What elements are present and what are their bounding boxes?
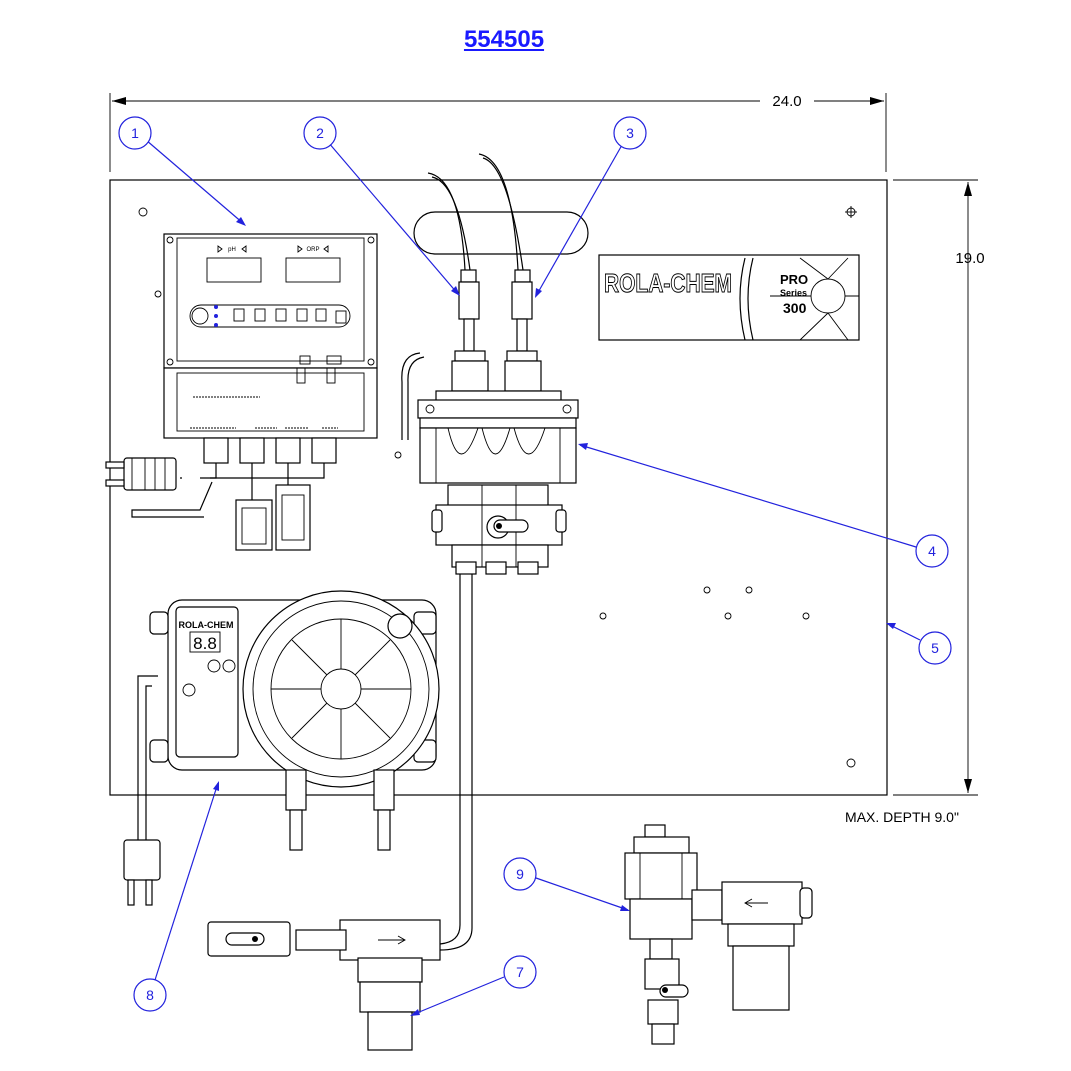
- width-dimension-label: 24.0: [772, 93, 801, 110]
- callout-4: 4: [578, 443, 949, 568]
- series-pro-text: PRO: [780, 272, 808, 287]
- callout-7: 7: [410, 955, 537, 1016]
- flow-cell: [401, 352, 579, 575]
- probe-slot: [413, 211, 589, 255]
- callout-2: 2: [303, 116, 460, 296]
- pump-display-value: 8.8: [193, 634, 217, 653]
- callout-8: 8: [133, 781, 219, 1012]
- solenoid-valve-assembly: [624, 824, 813, 1045]
- outlet-piping-filter: [207, 574, 473, 1051]
- orp-probe: [504, 269, 542, 392]
- ph-display-label: pH: [228, 247, 236, 253]
- rola-chem-logo-plate: ROLA-CHEM PRO Series 300: [598, 254, 860, 341]
- orp-display-label: ORP: [306, 247, 319, 253]
- svg-text:3: 3: [626, 125, 634, 141]
- svg-text:1: 1: [131, 125, 139, 141]
- max-depth-label: MAX. DEPTH 9.0": [845, 809, 959, 825]
- series-text: Series: [780, 288, 807, 298]
- ph-probe: [451, 269, 489, 392]
- callout-3: 3: [535, 116, 647, 298]
- svg-text:8: 8: [146, 987, 154, 1003]
- svg-text:9: 9: [516, 866, 524, 882]
- ph-orp-controller: pH ORP: [105, 233, 378, 551]
- dimension-width: 24.0: [109, 93, 887, 172]
- svg-text:2: 2: [316, 125, 324, 141]
- callout-5: 5: [886, 623, 952, 665]
- height-dimension-label: 19.0: [955, 250, 984, 267]
- svg-text:4: 4: [928, 543, 936, 559]
- series-model-text: 300: [783, 300, 807, 316]
- pump-brand-label: ROLA-CHEM: [179, 620, 234, 630]
- svg-text:7: 7: [516, 964, 524, 980]
- callout-9: 9: [503, 857, 630, 911]
- logo-text: ROLA-CHEM: [604, 268, 732, 298]
- svg-text:5: 5: [931, 640, 939, 656]
- probe-cables: [427, 153, 524, 271]
- drawing-number-title: 554505: [463, 26, 545, 53]
- callout-1: 1: [118, 116, 246, 226]
- peristaltic-pump: ROLA-CHEM 8.8: [123, 590, 440, 906]
- dimension-height: 19.0: [893, 179, 985, 796]
